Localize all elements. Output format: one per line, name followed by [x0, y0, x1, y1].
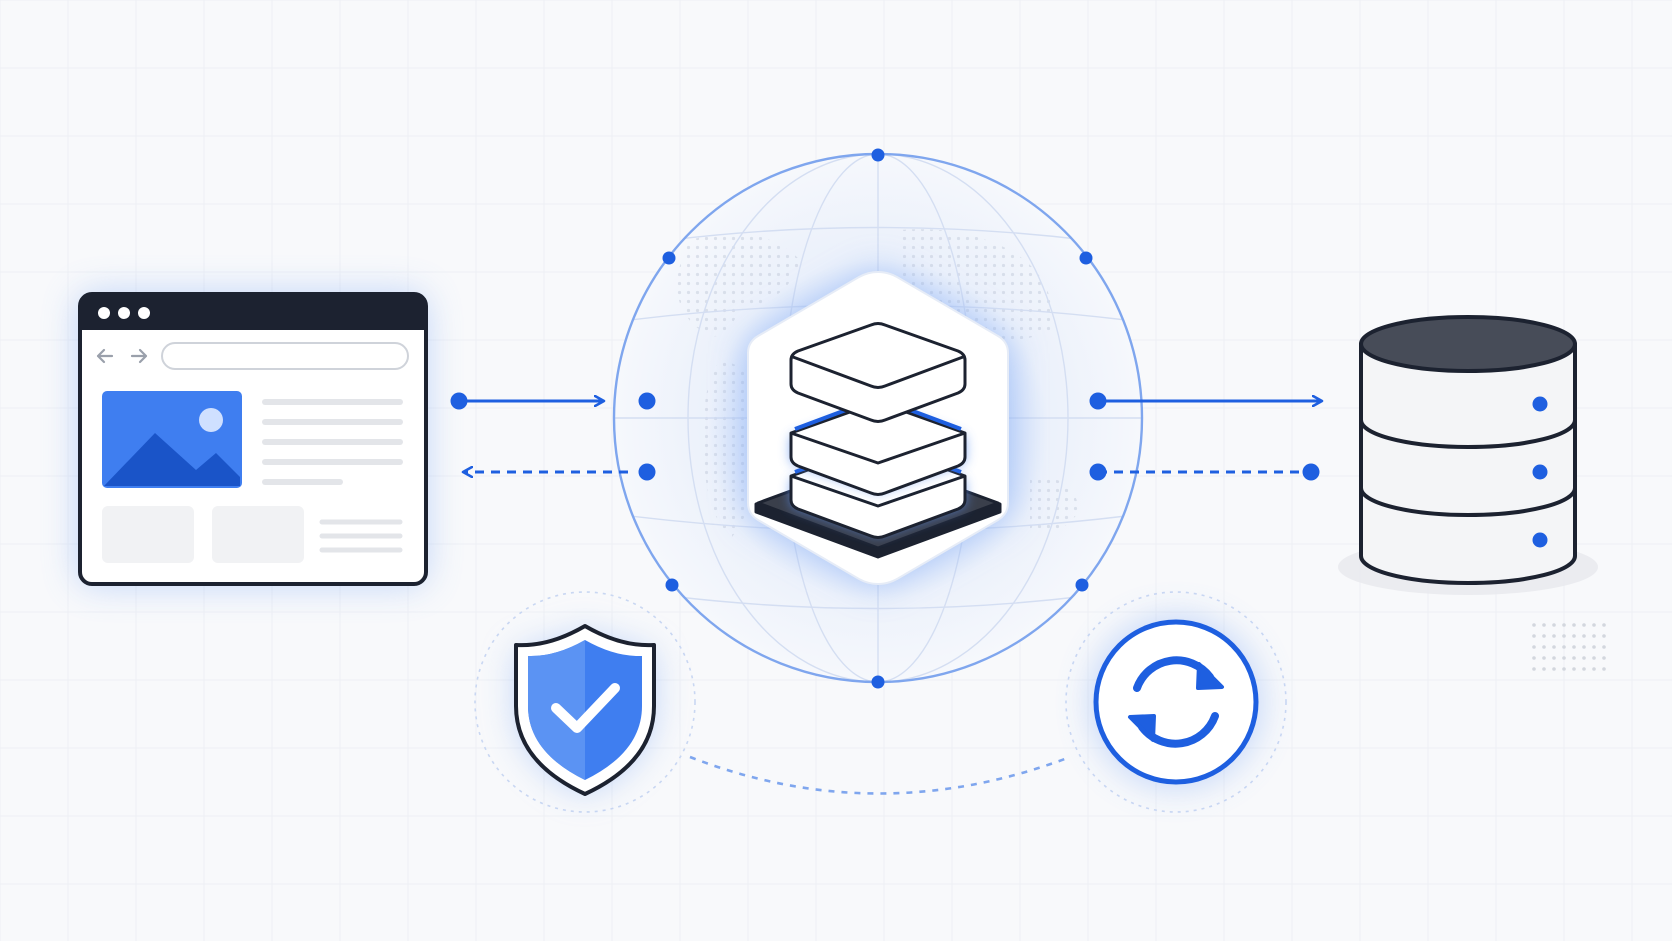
text-lines	[262, 399, 403, 485]
connection-endpoint	[638, 463, 656, 481]
decor-dot	[1562, 634, 1566, 638]
decor-dot	[1602, 634, 1606, 638]
decor-dot	[1542, 623, 1546, 627]
decor-dot	[1542, 656, 1546, 660]
decor-dot	[1602, 645, 1606, 649]
decor-dot	[1582, 623, 1586, 627]
decor-dot	[1602, 667, 1606, 671]
address-bar	[161, 342, 409, 370]
database-cylinder-icon	[1338, 315, 1606, 671]
decor-dot	[1542, 634, 1546, 638]
decor-dot	[1582, 634, 1586, 638]
shield-check-icon	[474, 591, 696, 813]
decor-dot	[1552, 645, 1556, 649]
decor-dot	[1592, 656, 1596, 660]
db-segment-dot	[1532, 396, 1548, 412]
orbit-nodes	[662, 148, 1093, 689]
decor-dot	[1592, 667, 1596, 671]
decor-dot	[1572, 623, 1576, 627]
decor-dot	[1582, 656, 1586, 660]
window-dots	[98, 307, 150, 319]
text-lines	[319, 519, 403, 553]
connection-endpoint	[450, 392, 468, 410]
orbit-node	[662, 251, 676, 265]
decor-dot	[1542, 645, 1546, 649]
layered-stack-icon	[754, 322, 1002, 559]
db-segment-dot	[1532, 464, 1548, 480]
decor-dot	[1572, 667, 1576, 671]
decor-dot	[1562, 645, 1566, 649]
connection-endpoint	[1089, 392, 1107, 410]
decor-dot	[1562, 667, 1566, 671]
content-card	[212, 506, 304, 563]
decor-dot	[1572, 645, 1576, 649]
decor-dot	[1562, 623, 1566, 627]
decor-dot	[1592, 645, 1596, 649]
decor-dot	[1552, 656, 1556, 660]
decor-dot	[1532, 667, 1536, 671]
decor-dot	[1532, 656, 1536, 660]
decor-dot	[1542, 667, 1546, 671]
connection-endpoint	[1302, 463, 1320, 481]
decor-dot	[1602, 623, 1606, 627]
orbit-node	[1079, 251, 1093, 265]
orbit-node	[871, 148, 885, 162]
decor-dot	[1532, 623, 1536, 627]
orbit-node	[665, 578, 679, 592]
content-card	[102, 506, 194, 563]
decor-dot	[1552, 623, 1556, 627]
db-segment-dot	[1532, 532, 1548, 548]
connection-endpoint	[638, 392, 656, 410]
decor-dot	[1592, 623, 1596, 627]
hub-node	[708, 260, 1048, 600]
decor-dot	[1572, 656, 1576, 660]
connection-endpoint	[1089, 463, 1107, 481]
back-arrow-icon	[96, 348, 114, 364]
forward-arrow-icon	[130, 348, 148, 364]
decor-dot	[1572, 634, 1576, 638]
decor-dot	[1582, 667, 1586, 671]
decor-dot	[1582, 645, 1586, 649]
image-placeholder-icon	[102, 391, 242, 488]
orbit-node	[1075, 578, 1089, 592]
decorative-dot-grid	[1532, 623, 1606, 671]
connections	[450, 392, 1323, 795]
decor-dot	[1532, 634, 1536, 638]
browser-window-icon	[78, 292, 428, 586]
decor-dot	[1552, 634, 1556, 638]
decor-dot	[1592, 634, 1596, 638]
decor-dot	[1602, 656, 1606, 660]
security-sync-arc	[689, 755, 1071, 795]
decor-dot	[1532, 645, 1536, 649]
decor-dot	[1562, 656, 1566, 660]
orbit-node	[871, 675, 885, 689]
sync-arrows-icon	[1065, 591, 1287, 813]
decor-dot	[1552, 667, 1556, 671]
